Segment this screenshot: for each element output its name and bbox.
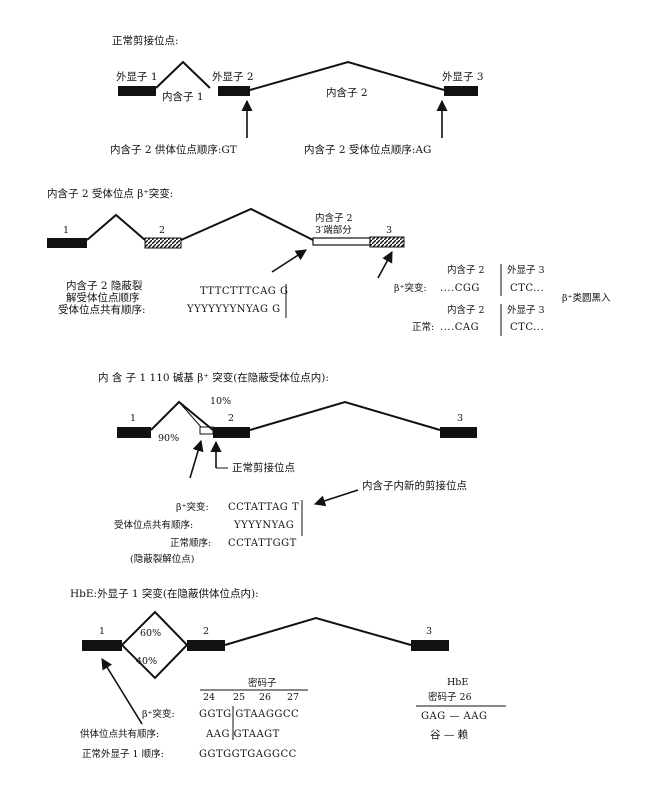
s1-exon2-label: 外显子 2 — [212, 71, 254, 83]
s1-intron1-line — [155, 60, 211, 89]
s3-pct-90: 90% — [158, 433, 179, 444]
s3-exon3-box — [440, 427, 477, 438]
s3-up-arrow-mutation — [189, 439, 204, 479]
s2-right-arrow — [377, 251, 393, 279]
s2-seq-cryptic: TTTCTTTCAG G — [200, 286, 288, 297]
section-intron1-110-mutation: 内 含 子 1 110 碱基 β⁺ 突变(在隐蔽受体位点内): 1 2 3 10… — [98, 371, 477, 565]
s4-norm-label: 正常外显子 1 顺序: — [82, 748, 164, 760]
s1-intron2-label: 内含子 2 — [326, 86, 368, 99]
s2-seq-consensus: YYYYYYYNYAG G — [186, 304, 281, 315]
s3-mut-label: β⁺突变: — [176, 501, 209, 513]
s4-hbe-label: HbE — [447, 677, 468, 688]
s2-left-arrow — [271, 249, 307, 273]
s4-hbe-change: GAG — AAG — [421, 711, 488, 722]
s2-cryptic-label-3: 受体位点共有顺序: — [58, 303, 146, 316]
s4-mutation-arrow — [101, 658, 143, 725]
s4-title: HbE:外显子 1 突变(在隐蔽供体位点内): — [70, 587, 259, 600]
s3-cons-seq: YYYYNYAG — [233, 520, 294, 531]
s3-norm-label: 正常顺序: — [170, 537, 211, 549]
s1-exon3-box — [444, 86, 478, 96]
s3-exon3-num: 3 — [457, 413, 463, 424]
s4-mut-seq: GGTG GTAAGGCC — [199, 709, 299, 720]
s2-exon2-box — [144, 237, 182, 249]
s3-exon2-box — [213, 427, 250, 438]
s3-new-site-arrow — [313, 489, 359, 507]
s4-codon-26: 26 — [259, 692, 271, 703]
s1-title: 正常剪接位点: — [112, 34, 179, 47]
s2-intron2-label-2: 3′端部分 — [315, 224, 352, 236]
s3-new-splice-line — [178, 401, 202, 428]
s1-donor-label: 内含子 2 供体位点顺序:GT — [110, 143, 237, 156]
section-intron2-acceptor-mutation: 内含子 2 受体位点 β⁺突变: 1 2 3 内含子 2 3′端部分 内含子 2… — [47, 187, 611, 336]
s4-pct-60: 60% — [140, 628, 161, 639]
s4-exon3-num: 3 — [426, 626, 432, 637]
s2-exon2-num: 2 — [159, 225, 165, 236]
s2-norm-seq-exon: CTC... — [510, 322, 544, 333]
s2-exon1-num: 1 — [63, 225, 69, 236]
s2-exon3-num: 3 — [386, 225, 392, 236]
s2-cryptic-label-1: 内含子 2 隐蔽裂 — [66, 279, 143, 292]
s2-mut-head-exon: 外显子 3 — [507, 264, 545, 276]
s3-exon2-num: 2 — [228, 413, 234, 424]
s2-intron2-label-1: 内含子 2 — [315, 212, 353, 224]
s3-note: (隐蔽裂解位点) — [130, 553, 194, 565]
s4-exon2-box — [187, 640, 225, 651]
s4-codon-24: 24 — [203, 692, 215, 703]
s2-norm-head-exon: 外显子 3 — [507, 304, 545, 316]
s4-codon-label: 密码子 — [248, 677, 277, 689]
s4-hbe-codon: 密码子 26 — [428, 691, 472, 703]
s1-exon2-box — [218, 86, 250, 96]
s1-exon1-label: 外显子 1 — [116, 71, 158, 83]
s3-normal-site-label: 正常剪接位点 — [232, 461, 295, 474]
s2-intron2-3prime-box — [312, 237, 371, 246]
s2-intron2-line — [180, 207, 314, 241]
s1-intron2-line — [249, 60, 445, 91]
s3-cons-label: 受体位点共有顺序: — [114, 519, 193, 531]
s2-exon1-box — [47, 238, 87, 248]
s3-title: 内 含 子 1 110 碱基 β⁺ 突变(在隐蔽受体位点内): — [98, 371, 329, 384]
s1-intron1-label: 内含子 1 — [162, 90, 204, 103]
s4-hbe-amino-acids: 谷 — 赖 — [430, 729, 469, 741]
s3-pct-10: 10% — [210, 396, 231, 407]
s4-exon1-box — [82, 640, 122, 651]
s3-exon1-box — [117, 427, 151, 438]
s3-exon1-num: 1 — [130, 413, 136, 424]
section-normal-splicing: 正常剪接位点: 外显子 1 外显子 2 外显子 3 内含子 1 内含子 2 内含… — [110, 34, 484, 156]
s2-mut-head-intron: 内含子 2 — [447, 264, 485, 276]
s4-norm-seq: GGTGGTGAGGCC — [199, 749, 297, 760]
s4-mut-label: β⁺突变: — [142, 708, 175, 720]
s2-norm-head-intron: 内含子 2 — [447, 304, 485, 316]
s4-codon-27: 27 — [287, 692, 299, 703]
s3-new-site-label: 内含子内新的剪接位点 — [362, 479, 467, 492]
s2-side-note: β⁺类圆黑入 — [562, 292, 611, 304]
s2-mut-label: β⁺突变: — [394, 282, 427, 294]
s1-exon1-box — [118, 86, 156, 96]
s3-normal-splice-line — [150, 400, 214, 431]
s4-exon2-num: 2 — [203, 626, 209, 637]
s1-acceptor-label: 内含子 2 受体位点顺序:AG — [304, 143, 431, 156]
s3-norm-seq: CCTATTGGT — [228, 538, 297, 549]
s3-intron-fragment-box — [199, 426, 214, 435]
s4-exon3-box — [411, 640, 449, 651]
s4-codon-25: 25 — [233, 692, 245, 703]
s4-cons-label: 供体位点共有顺序: — [80, 728, 159, 740]
s2-mut-seq-intron: ....CGG — [440, 283, 480, 294]
s4-intron2-line — [224, 616, 412, 646]
s3-intron2-line — [249, 400, 441, 431]
s4-cons-seq: AAG GTAAGT — [205, 729, 280, 740]
s2-norm-seq-intron: ....CAG — [440, 322, 479, 333]
section-hbe-exon1-mutation: HbE:外显子 1 突变(在隐蔽供体位点内): 1 2 3 60% 40% 密码… — [70, 587, 506, 760]
s2-title: 内含子 2 受体位点 β⁺突变: — [47, 187, 173, 200]
s4-exon1-num: 1 — [99, 626, 105, 637]
s2-exon3-box — [369, 236, 405, 248]
s1-exon3-label: 外显子 3 — [442, 71, 484, 83]
s2-mut-seq-exon: CTC... — [510, 283, 544, 294]
s4-pct-40: 40% — [136, 656, 157, 667]
s2-norm-label: 正常: — [412, 321, 434, 333]
s2-cryptic-label-2: 解受体位点顺序 — [66, 291, 140, 304]
s2-intron1-line — [86, 213, 146, 241]
s3-mut-seq: CCTATTAG T — [228, 502, 299, 513]
s4-splice-diamond — [120, 610, 189, 680]
